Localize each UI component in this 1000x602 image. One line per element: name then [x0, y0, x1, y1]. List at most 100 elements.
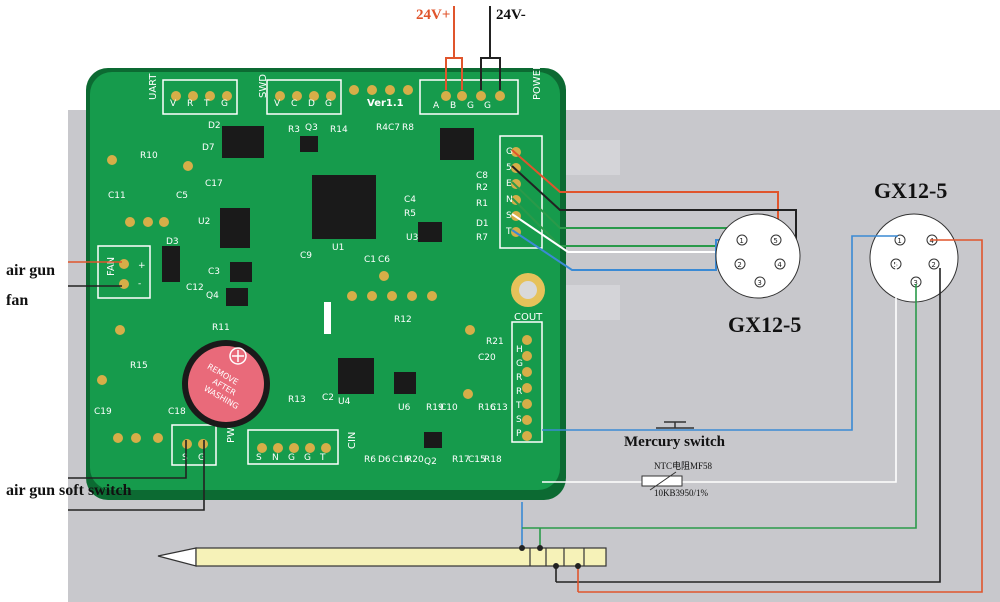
- iron-junction: [575, 563, 581, 569]
- component-designator: D2: [208, 121, 221, 131]
- panel-highlight: [560, 285, 620, 320]
- gx-pin-number: 4: [929, 237, 934, 245]
- pad: [131, 433, 141, 443]
- component-designator: U1: [332, 243, 344, 253]
- pad: [198, 439, 208, 449]
- gx-pin-number: 2: [931, 261, 935, 269]
- pad: [97, 375, 107, 385]
- component-designator: C12: [186, 283, 204, 293]
- component-designator: U2: [198, 217, 210, 227]
- chip-q2: [424, 432, 442, 448]
- pad: [321, 443, 331, 453]
- gx-pin: [894, 234, 906, 246]
- component-designator: R21: [486, 337, 504, 347]
- component-designator: R20: [406, 455, 424, 465]
- cin-pin-label: S: [256, 453, 262, 463]
- pad: [289, 443, 299, 453]
- component-designator: R12: [394, 315, 412, 325]
- wire-24v-negative: [480, 6, 501, 90]
- power-negative-label: 24V-: [496, 7, 526, 23]
- silk-version: Ver1.1: [367, 98, 404, 109]
- cin-pin-label: G: [288, 453, 295, 463]
- gx-pin-number: 4: [777, 261, 782, 269]
- chip-u6: [394, 372, 416, 394]
- component-designator: R17: [452, 455, 470, 465]
- wire-soft-switch: [68, 440, 205, 511]
- right-pin-label: G: [506, 147, 513, 157]
- pad: [387, 291, 397, 301]
- component-designator: R2: [476, 183, 488, 193]
- pad: [522, 367, 532, 377]
- ntc-resistor-symbol: [649, 471, 677, 491]
- component-designator: C2: [322, 393, 334, 403]
- cout-pin-label: R: [516, 387, 522, 397]
- component-designator: R16: [478, 403, 496, 413]
- chip-q3: [300, 136, 318, 152]
- right-pin-label: T: [505, 227, 512, 237]
- component-designator: C1: [364, 255, 376, 265]
- uart-header: [97, 79, 543, 466]
- chip-d3: [162, 246, 180, 282]
- pad: [275, 91, 285, 101]
- component-designator: R10: [140, 151, 158, 161]
- pad: [476, 91, 486, 101]
- air-gun-label: air gun: [6, 262, 56, 279]
- soldering-iron-rings: [529, 548, 585, 566]
- gx-pin: [736, 234, 748, 246]
- fan-pin-label: -: [138, 279, 141, 289]
- silk-uart-label: UART: [148, 73, 159, 100]
- pwr-pin-label: S: [182, 453, 188, 463]
- pad: [347, 291, 357, 301]
- pad: [119, 259, 129, 269]
- component-designator: U6: [398, 403, 411, 413]
- component-designator: Q2: [424, 457, 437, 467]
- silk-pwr-label: PWR: [226, 420, 237, 443]
- iron-junction: [537, 545, 543, 551]
- chip-q4: [226, 288, 248, 306]
- pad: [427, 291, 437, 301]
- component-designator: Q3: [305, 123, 318, 133]
- pad: [115, 325, 125, 335]
- gx-pin-number: 3: [913, 279, 917, 287]
- pad: [171, 91, 181, 101]
- white-marker: [324, 302, 331, 334]
- gx12-left-body: [715, 213, 801, 299]
- component-designator: C19: [94, 407, 112, 417]
- gx-pin: [770, 234, 782, 246]
- chip-top-right: [440, 128, 474, 160]
- chip-u2: [220, 208, 250, 248]
- pad: [305, 443, 315, 453]
- component-designator: R3: [288, 125, 300, 135]
- pad: [463, 389, 473, 399]
- pad: [441, 91, 451, 101]
- cin-pin-label: N: [272, 453, 279, 463]
- mcu-chip: [312, 175, 376, 239]
- pad: [403, 85, 413, 95]
- right-pin-label: N: [506, 195, 513, 205]
- chip-u4: [338, 358, 374, 394]
- cin-pin-label: G: [304, 453, 311, 463]
- pad: [349, 85, 359, 95]
- right-pin-label: 5: [506, 163, 512, 173]
- component-designator: D3: [166, 237, 179, 247]
- pad: [379, 271, 389, 281]
- chip-u3: [418, 222, 442, 242]
- buzzer-plus-icon: [229, 347, 247, 365]
- iron-junction: [519, 545, 525, 551]
- swd-pin-label: V: [274, 99, 281, 109]
- mercury-switch-label: Mercury switch: [624, 434, 725, 450]
- pad: [522, 399, 532, 409]
- pad: [113, 433, 123, 443]
- power-pin-label: G: [484, 101, 491, 111]
- pad: [222, 91, 232, 101]
- ntc-spec-label: 10KB3950/1%: [654, 488, 708, 498]
- silk-cin-label: CIN: [347, 432, 358, 449]
- component-designator: C16: [392, 455, 410, 465]
- pad: [107, 155, 117, 165]
- pad: [119, 279, 129, 289]
- component-designator: R5: [404, 209, 416, 219]
- ntc-name-label: NTC电阻MF58: [654, 461, 713, 471]
- component-designator: R7: [476, 233, 488, 243]
